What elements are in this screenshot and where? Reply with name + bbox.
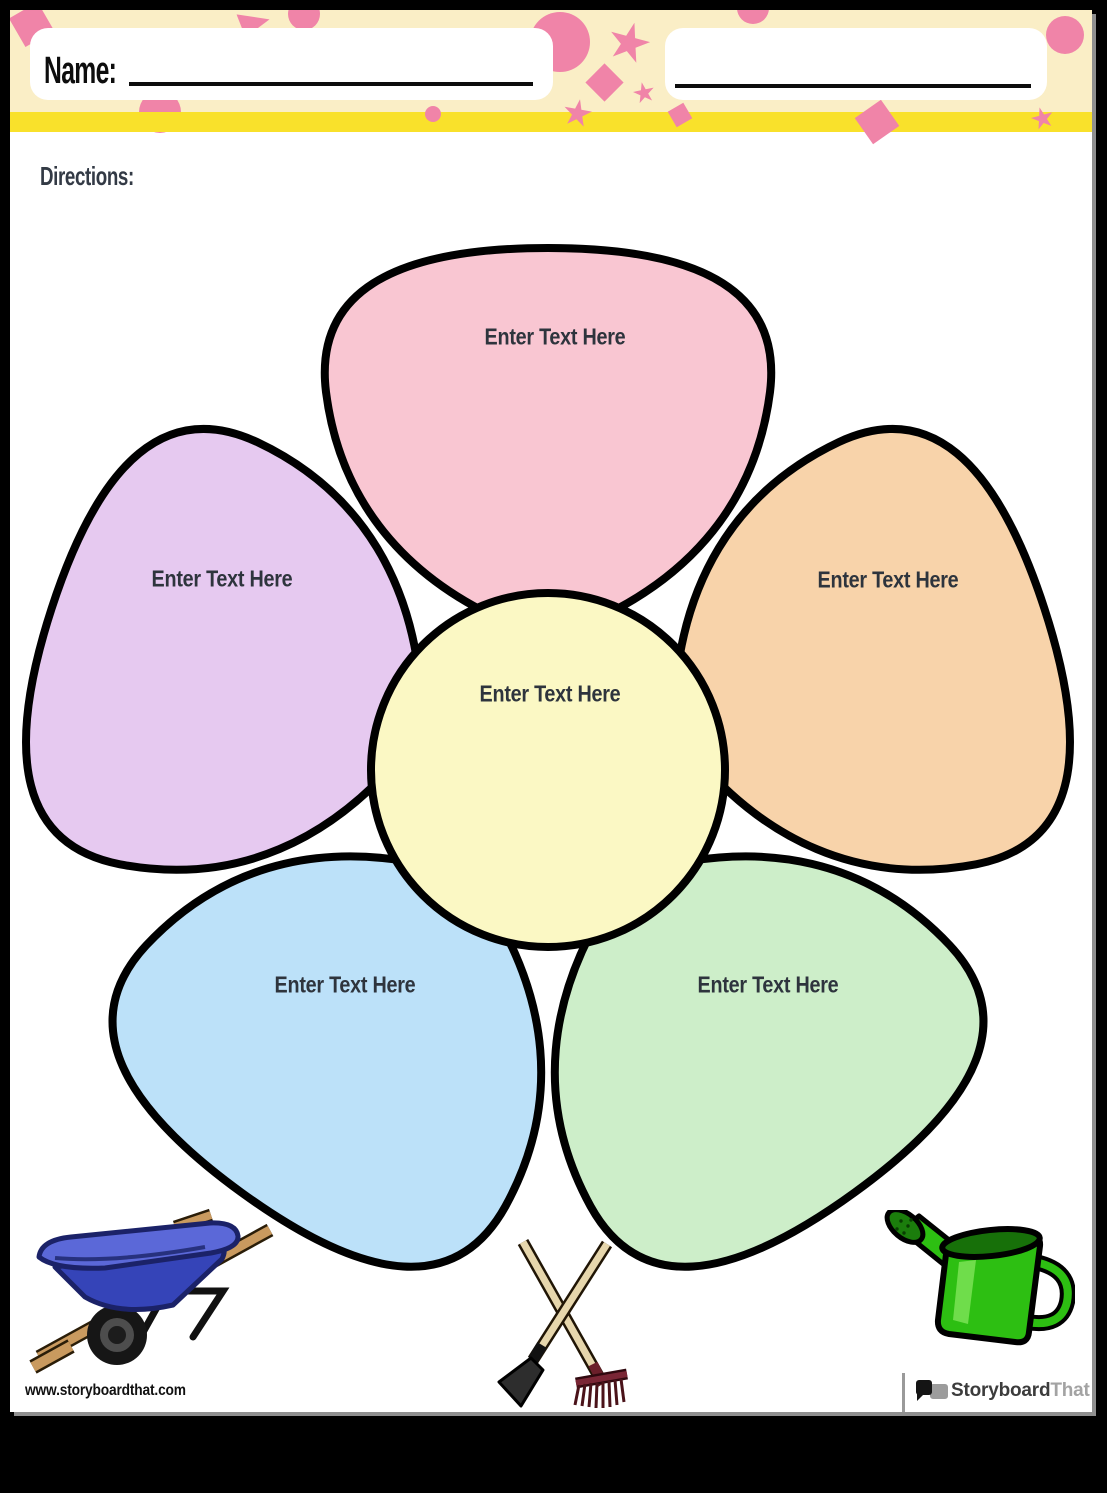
- date-field-box: [665, 28, 1047, 100]
- flower-center-circle[interactable]: [367, 589, 729, 951]
- decor-circle-icon: [288, 10, 320, 30]
- website-url: www.storyboardthat.com: [25, 1382, 186, 1399]
- petal-upper-right-text[interactable]: Enter Text Here: [817, 566, 959, 593]
- petal-lower-right-text[interactable]: Enter Text Here: [697, 971, 839, 998]
- crossed-hoe-and-rake-image: [497, 1239, 628, 1409]
- flower-diagram: [10, 244, 1092, 1324]
- petal-upper-right[interactable]: [605, 396, 1092, 941]
- decor-semicircle-icon: [737, 10, 769, 24]
- speech-bubbles-icon: [915, 1377, 951, 1405]
- name-label: Name:: [44, 49, 117, 92]
- flower-center-text[interactable]: Enter Text Here: [479, 680, 621, 707]
- petal-lower-left-text[interactable]: Enter Text Here: [274, 971, 416, 998]
- decor-circle-icon: [1046, 16, 1084, 54]
- petal-top-text[interactable]: Enter Text Here: [484, 323, 626, 350]
- decor-small-circle-icon: [425, 106, 441, 122]
- petal-lower-left[interactable]: [61, 746, 651, 1324]
- petal-upper-left-text[interactable]: Enter Text Here: [151, 565, 293, 592]
- logo-text-secondary: That: [1050, 1380, 1090, 1401]
- name-field-box: Name:: [30, 28, 553, 100]
- wheelbarrow-image: [29, 1208, 274, 1374]
- logo-text-primary: Storyboard: [951, 1380, 1051, 1401]
- header-banner: Name:: [10, 10, 1092, 145]
- petal-top[interactable]: [320, 244, 776, 642]
- petal-lower-right[interactable]: [445, 746, 1035, 1324]
- petal-upper-left[interactable]: [10, 396, 491, 941]
- worksheet-page: Name: Directions: Enter Text Here Enter …: [10, 10, 1092, 1412]
- watering-can-image: [884, 1210, 1075, 1346]
- header-yellow-stripe: [10, 112, 1092, 132]
- directions-label: Directions:: [40, 161, 134, 191]
- date-line[interactable]: [675, 84, 1031, 88]
- name-line[interactable]: [129, 82, 533, 86]
